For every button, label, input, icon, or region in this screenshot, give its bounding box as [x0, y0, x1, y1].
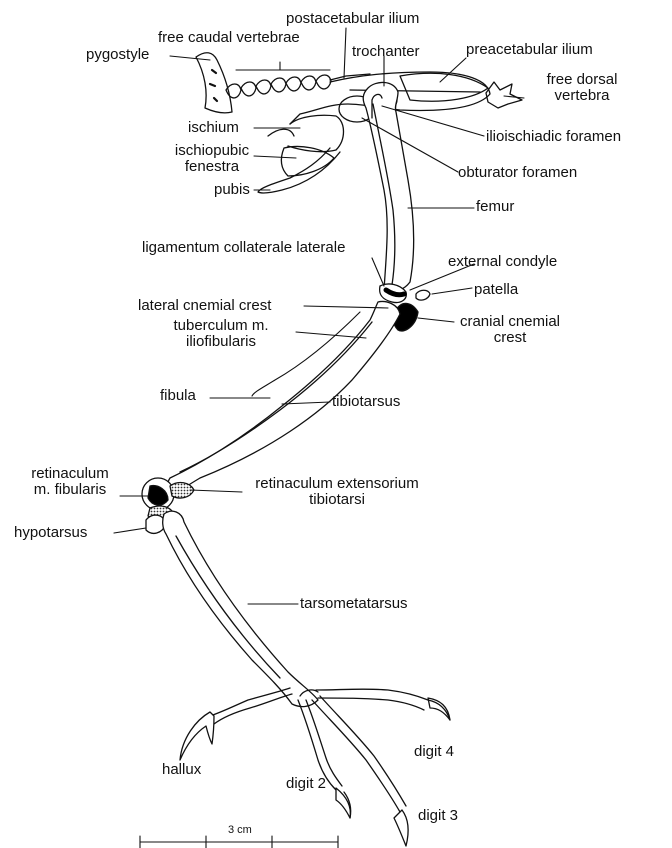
scale-bar: [140, 836, 338, 848]
free-dorsal-vertebra-bone: [486, 82, 522, 108]
digit-2-claw: [336, 788, 350, 818]
hallux-bone: [210, 688, 290, 716]
tarsometatarsus-bone: [163, 511, 318, 706]
label-digit-3: digit 3: [418, 808, 458, 824]
label-free-caudal-vertebrae: free caudal vertebrae: [158, 30, 300, 46]
foot: [180, 688, 450, 846]
hallux-claw: [180, 712, 214, 760]
patella-bone: [416, 290, 430, 300]
label-pygostyle: pygostyle: [86, 47, 149, 63]
label-trochanter: trochanter: [352, 44, 420, 60]
label-ligamentum-collaterale-laterale: ligamentum collaterale laterale: [142, 240, 345, 256]
label-lateral-cnemial-crest: lateral cnemial crest: [138, 298, 271, 314]
label-tuberculum-m-iliofibularis: tuberculum m. iliofibularis: [146, 318, 296, 350]
label-digit-2: digit 2: [286, 776, 326, 792]
label-preacetabular-ilium: preacetabular ilium: [466, 42, 593, 58]
scale-bar-label: 3 cm: [228, 824, 252, 836]
label-cranial-cnemial-crest: cranial cnemial crest: [436, 314, 584, 346]
label-patella: patella: [474, 282, 518, 298]
label-pubis: pubis: [214, 182, 250, 198]
label-tarsometatarsus: tarsometatarsus: [300, 596, 408, 612]
label-femur: femur: [476, 199, 514, 215]
label-obturator-foramen: obturator foramen: [458, 165, 577, 181]
label-free-dorsal-vertebra: free dorsal vertebra: [520, 72, 644, 104]
pygostyle-bone: [196, 53, 232, 113]
label-digit-4: digit 4: [414, 744, 454, 760]
label-hypotarsus: hypotarsus: [14, 525, 87, 541]
label-ischium: ischium: [188, 120, 239, 136]
preacetabular-ilium-bone: [400, 73, 488, 101]
label-tibiotarsus: tibiotarsus: [332, 394, 400, 410]
label-external-condyle: external condyle: [448, 254, 557, 270]
pubis-bone: [258, 148, 340, 193]
label-hallux: hallux: [162, 762, 201, 778]
label-postacetabular-ilium: postacetabular ilium: [286, 11, 419, 27]
label-fibula: fibula: [160, 388, 196, 404]
label-retinaculum-extensorium-tibiotarsi: retinaculum extensorium tibiotarsi: [242, 476, 432, 508]
femur-bone: [363, 82, 413, 291]
label-ilioischiadic-foramen: ilioischiadic foramen: [486, 129, 621, 145]
label-retinaculum-m-fibularis: retinaculum m. fibularis: [20, 466, 120, 498]
digit-3-claw: [394, 810, 408, 846]
caudal-vertebrae-bones: [226, 75, 331, 98]
label-ischiopubic-fenestra: ischiopubic fenestra: [168, 143, 256, 175]
